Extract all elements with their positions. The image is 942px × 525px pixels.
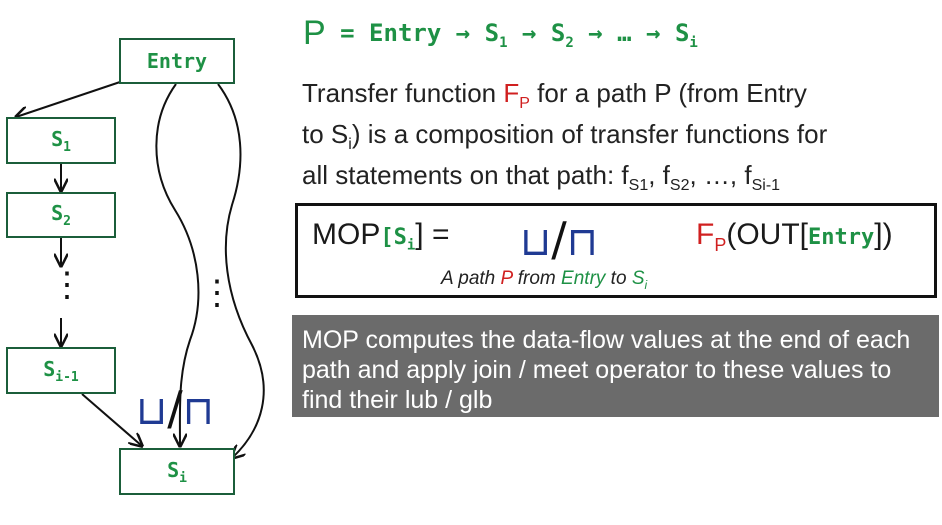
node-entry: Entry: [119, 38, 235, 84]
mop-join-meet-operator: ⊔/⊓: [520, 212, 598, 266]
cfg-join-meet-operator: ⊔/⊓: [136, 385, 214, 431]
join-symbol: ⊔: [136, 388, 168, 434]
node-s1: S1: [6, 117, 116, 164]
node-si-minus-1-label: Si-1: [43, 356, 79, 385]
mop-lhs: MOP[Si] =: [312, 218, 450, 254]
path-eq-entry: = Entry: [340, 19, 442, 47]
edge-wavy-path-2: [217, 83, 265, 458]
mop-meet-symbol: ⊓: [566, 219, 598, 265]
node-si: Si: [119, 448, 235, 495]
slash-symbol: /: [167, 381, 183, 435]
mop-slash: /: [551, 212, 567, 266]
meet-symbol: ⊓: [182, 388, 214, 434]
path-p: P: [303, 14, 326, 52]
edge-wavy-path-1: [155, 83, 200, 446]
edge-si1-si: [81, 393, 142, 446]
mop-formula-box: MOP[Si] = ⊔/⊓ FP(OUT[Entry]) A path P fr…: [295, 203, 937, 298]
path-arrow: →: [588, 19, 603, 47]
cfg-ellipsis-left: ⋮: [50, 266, 84, 304]
transfer-function-description: Transfer function FP for a path P (from …: [302, 78, 922, 202]
desc-line-1: Transfer function FP for a path P (from …: [302, 78, 807, 113]
node-si-minus-1: Si-1: [6, 347, 116, 394]
path-s1: S1: [484, 19, 508, 51]
node-s2-label: S2: [51, 201, 71, 229]
node-si-label: Si: [167, 457, 187, 486]
path-s2: S2: [550, 19, 574, 51]
mop-join-symbol: ⊔: [520, 219, 552, 265]
node-s2: S2: [6, 192, 116, 238]
desc-line-2: to Si) is a composition of transfer func…: [302, 119, 828, 154]
cfg-edges: [0, 79, 265, 525]
edge-entry-s1: [16, 79, 127, 117]
path-definition: P = Entry → S1 → S2 → … → Si: [303, 14, 698, 53]
path-si: Si: [674, 19, 698, 51]
mop-rhs: FP(OUT[Entry]): [696, 218, 893, 255]
mop-operator-caption: A path P from Entry to Si: [441, 268, 648, 292]
path-dots: …: [617, 19, 632, 47]
path-arrow: →: [455, 19, 471, 47]
node-entry-label: Entry: [146, 49, 208, 73]
path-arrow: →: [522, 19, 537, 47]
desc-line-3: all statements on that path: fS1, fS2, ……: [302, 160, 781, 195]
path-arrow: →: [646, 19, 661, 47]
node-s1-label: S1: [51, 126, 71, 155]
mop-note: MOP computes the data-flow values at the…: [292, 315, 939, 417]
cfg-ellipsis-right: ⋮: [200, 274, 234, 312]
